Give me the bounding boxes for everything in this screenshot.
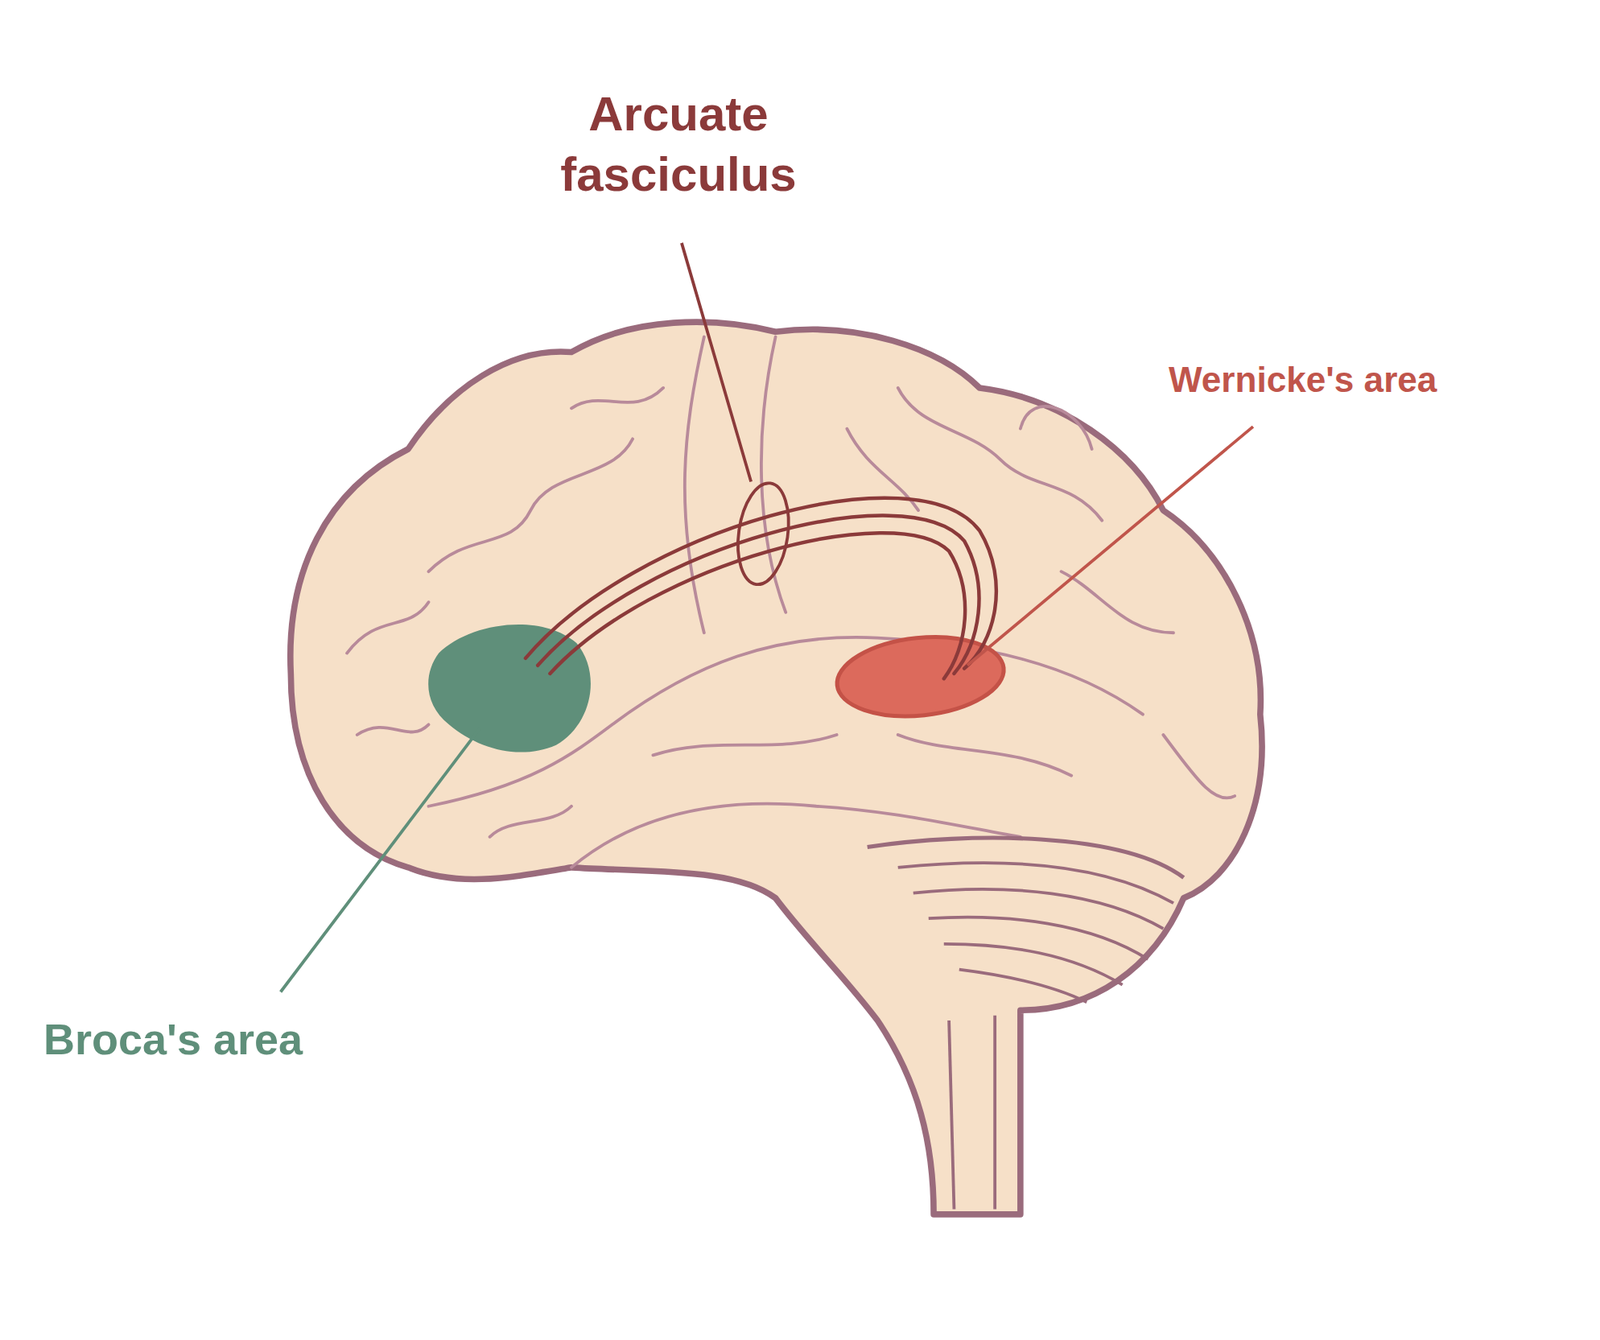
brain-gyri [346,337,1235,868]
brain-outline [290,321,1262,1215]
fibre-marker [731,479,795,588]
area-label: Wernicke's area [1168,357,1596,402]
leader-line [681,243,751,483]
broca-area [428,624,591,753]
arcuate-fibres [525,498,997,680]
wernicke-area [832,629,1008,725]
area-label: Broca's area [43,1012,462,1068]
leader-line [280,728,480,992]
leader-line [967,426,1254,666]
tract-label: Arcuate fasciculus [517,83,840,205]
cerebellum [867,837,1184,1209]
